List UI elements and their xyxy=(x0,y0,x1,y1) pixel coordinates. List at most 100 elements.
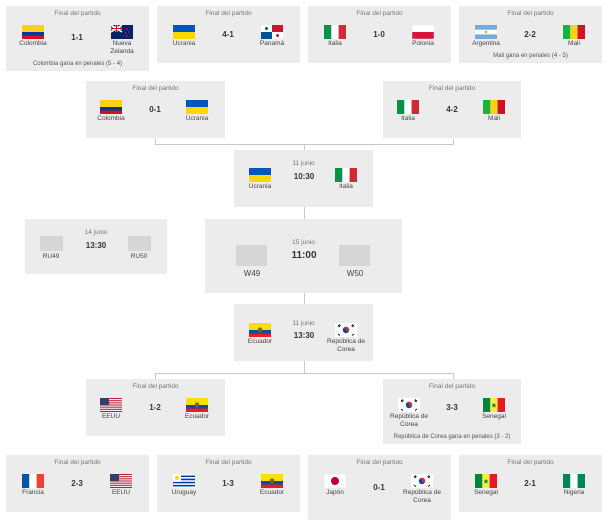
bracket-line xyxy=(155,373,156,379)
away-team: RU50 xyxy=(130,253,148,260)
nigeria-flag-icon xyxy=(563,474,585,488)
penalty-note: Mali gana en penales (4 - 5) xyxy=(493,53,568,59)
match-time: 10:30 xyxy=(293,172,315,181)
poland-flag-icon xyxy=(412,25,434,39)
away-team: W50 xyxy=(346,269,364,278)
match-card-uruguay-ecuador[interactable]: Final del partido Uruguay 1-3 Ecuador xyxy=(157,455,300,512)
away-team: Senegal xyxy=(475,398,513,421)
match-status: Final del partido xyxy=(132,383,179,390)
home-team: Senegal xyxy=(465,474,507,497)
home-team: Italia xyxy=(314,25,356,48)
match-status: Final del partido xyxy=(356,459,403,466)
away-team: Mali xyxy=(553,25,595,48)
france-flag-icon xyxy=(22,474,44,488)
match-card-italia-polonia[interactable]: Final del partido Italia 1-0 Polonia xyxy=(308,6,451,63)
match-status: Final del partido xyxy=(428,383,476,390)
match-date: 15 junio xyxy=(292,239,315,246)
match-card-colombia-ucrania[interactable]: Final del partido Colombia 0-1 Ucrania xyxy=(86,81,225,138)
home-team: Colombia xyxy=(14,25,52,48)
japan-flag-icon xyxy=(324,474,346,488)
bracket-line xyxy=(304,293,305,304)
italy-flag-icon xyxy=(335,168,357,182)
placeholder-flag xyxy=(128,236,151,251)
home-team: RU49 xyxy=(42,253,60,260)
bracket-line xyxy=(155,373,454,374)
away-team: Nigeria xyxy=(553,474,595,497)
away-team: Ecuador xyxy=(251,474,293,497)
match-card-corea-senegal[interactable]: Final del partido República de Corea 3-3… xyxy=(383,379,521,444)
semi-final-card-1[interactable]: 11 junio Ucrania 10:30 Italia xyxy=(234,150,373,207)
italy-flag-icon xyxy=(324,25,346,39)
match-score: 1-3 xyxy=(222,479,234,488)
away-team: Ucrania xyxy=(178,100,216,123)
match-status: Final del partido xyxy=(356,10,403,17)
senegal-flag-icon xyxy=(475,474,497,488)
match-card-japon-corea[interactable]: Final del partido Japón 0-1 República de… xyxy=(308,455,451,520)
bracket-line xyxy=(453,139,454,145)
home-team: Italia xyxy=(389,100,427,123)
match-score: 0-1 xyxy=(373,483,385,492)
home-team: W49 xyxy=(243,269,261,278)
away-team: Italia xyxy=(328,168,364,191)
match-card-eeuu-ecuador[interactable]: Final del partido EEUU 1-2 Ecuador xyxy=(86,379,225,436)
match-date: 14 junio xyxy=(84,229,108,236)
match-time: 11:00 xyxy=(291,250,317,261)
colombia-flag-icon xyxy=(100,100,122,114)
match-score: 1-1 xyxy=(71,33,83,42)
match-status: Final del partido xyxy=(132,85,179,92)
usa-flag-icon xyxy=(110,474,132,488)
away-team: Ecuador xyxy=(178,398,216,421)
bracket-line xyxy=(453,373,454,379)
match-score: 3-3 xyxy=(446,403,458,412)
match-card-senegal-nigeria[interactable]: Final del partido Senegal 2-1 Nigeria xyxy=(459,455,602,512)
semi-final-card-2[interactable]: 11 junio Ecuador 13:30 República de Core… xyxy=(234,304,373,361)
bracket-line xyxy=(304,207,305,219)
match-score: 1-0 xyxy=(373,30,385,39)
match-score: 2-3 xyxy=(71,479,83,488)
match-card-colombia-nueva-zelanda[interactable]: Final del partido Colombia 1-1 Nueva Zel… xyxy=(6,6,149,71)
match-status: Final del partido xyxy=(205,10,252,17)
korea-flag-icon xyxy=(335,323,357,337)
bracket-line xyxy=(304,361,305,374)
match-score: 2-1 xyxy=(524,479,536,488)
colombia-flag-icon xyxy=(22,25,44,39)
home-team: Ecuador xyxy=(242,323,278,346)
match-score: 2-2 xyxy=(524,30,536,39)
home-team: Uruguay xyxy=(163,474,205,497)
mali-flag-icon xyxy=(483,100,505,114)
match-status: Final del partido xyxy=(205,459,252,466)
away-team: República de Corea xyxy=(398,474,446,504)
match-score: 0-1 xyxy=(149,105,161,114)
match-date: 11 junio xyxy=(292,160,315,167)
match-score: 4-1 xyxy=(222,30,234,39)
placeholder-flag xyxy=(339,245,370,266)
new-zealand-flag-icon xyxy=(111,25,133,39)
away-team: Mali xyxy=(475,100,513,123)
home-team: República de Corea xyxy=(387,398,431,428)
away-team: Nueva Zelanda xyxy=(102,25,142,55)
match-card-argentina-mali[interactable]: Final del partido Argentina 2-2 Mali Mal… xyxy=(459,6,602,63)
ecuador-flag-icon xyxy=(249,323,271,337)
match-card-ucrania-panama[interactable]: Final del partido Ucrania 4-1 Panamá xyxy=(157,6,300,63)
match-status: Final del partido xyxy=(428,85,476,92)
third-place-card[interactable]: 14 junio RU49 13:30 RU50 xyxy=(25,219,167,274)
away-team: Panamá xyxy=(251,25,293,48)
home-team: EEUU xyxy=(92,398,130,421)
match-status: Final del partido xyxy=(54,10,101,17)
home-team: Ucrania xyxy=(242,168,278,191)
home-team: Ucrania xyxy=(163,25,205,48)
match-card-italia-mali[interactable]: Final del partido Italia 4-2 Mali xyxy=(383,81,521,138)
mali-flag-icon xyxy=(563,25,585,39)
home-team: Francia xyxy=(12,474,54,497)
home-team: Colombia xyxy=(92,100,130,123)
match-status: Final del partido xyxy=(54,459,101,466)
panama-flag-icon xyxy=(261,25,283,39)
match-card-francia-eeuu[interactable]: Final del partido Francia 2-3 EEUU xyxy=(6,455,149,512)
home-team: Japón xyxy=(314,474,356,497)
ukraine-flag-icon xyxy=(173,25,195,39)
match-date: 11 junio xyxy=(292,320,315,327)
final-card[interactable]: 15 junio W49 11:00 W50 xyxy=(205,219,402,293)
korea-flag-icon xyxy=(411,474,433,488)
usa-flag-icon xyxy=(100,398,122,412)
placeholder-flag xyxy=(40,236,63,251)
